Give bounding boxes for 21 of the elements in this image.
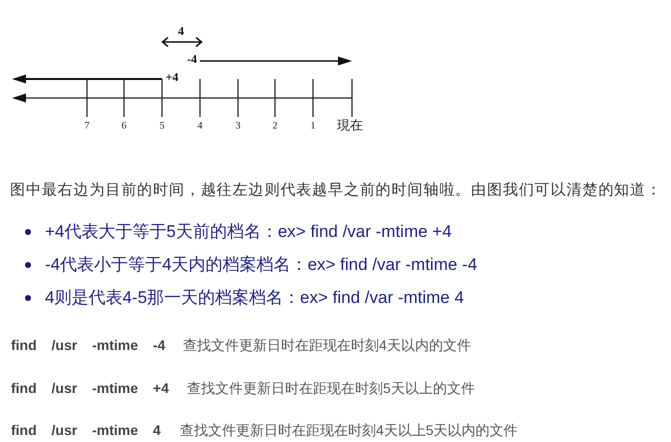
- tick-label: 1: [310, 120, 316, 132]
- paragraph: 图中最右边为目前的时间，越往左边则代表越早之前的时间轴啦。由图我们可以清楚的知道：: [10, 181, 662, 199]
- list-item: -4代表小于等于4天内的档案档名：ex> find /var -mtime -4: [45, 255, 478, 275]
- tick-label: 2: [272, 120, 278, 132]
- command-text: find /usr -mtime 4: [11, 422, 161, 438]
- range-label: 4: [178, 25, 184, 39]
- command-text: find /usr -mtime -4: [11, 336, 166, 354]
- tick-label: 3: [236, 120, 240, 132]
- command-description: 查找文件更新日时在距现在时刻5天以上的文件: [187, 380, 475, 396]
- tick-label: 5: [160, 120, 164, 132]
- range-label: +4: [166, 71, 178, 85]
- command-description: 查找文件更新日时在距现在时刻4天以内的文件: [183, 336, 471, 354]
- range-label: -4: [187, 53, 197, 67]
- list-item: 4则是代表4-5那一天的档案档名：ex> find /var -mtime 4: [45, 288, 464, 308]
- tick-label: 現在: [337, 118, 363, 134]
- tick-label: 6: [122, 120, 126, 132]
- tick-label: 4: [198, 120, 202, 132]
- tick-label: 7: [84, 120, 90, 132]
- list-item: +4代表大于等于5天前的档名：ex> find /var -mtime +4: [45, 222, 452, 242]
- command-description: 查找文件更新日时在距现在时刻4天以上5天以内的文件: [180, 422, 518, 438]
- command-text: find /usr -mtime +4: [11, 380, 169, 396]
